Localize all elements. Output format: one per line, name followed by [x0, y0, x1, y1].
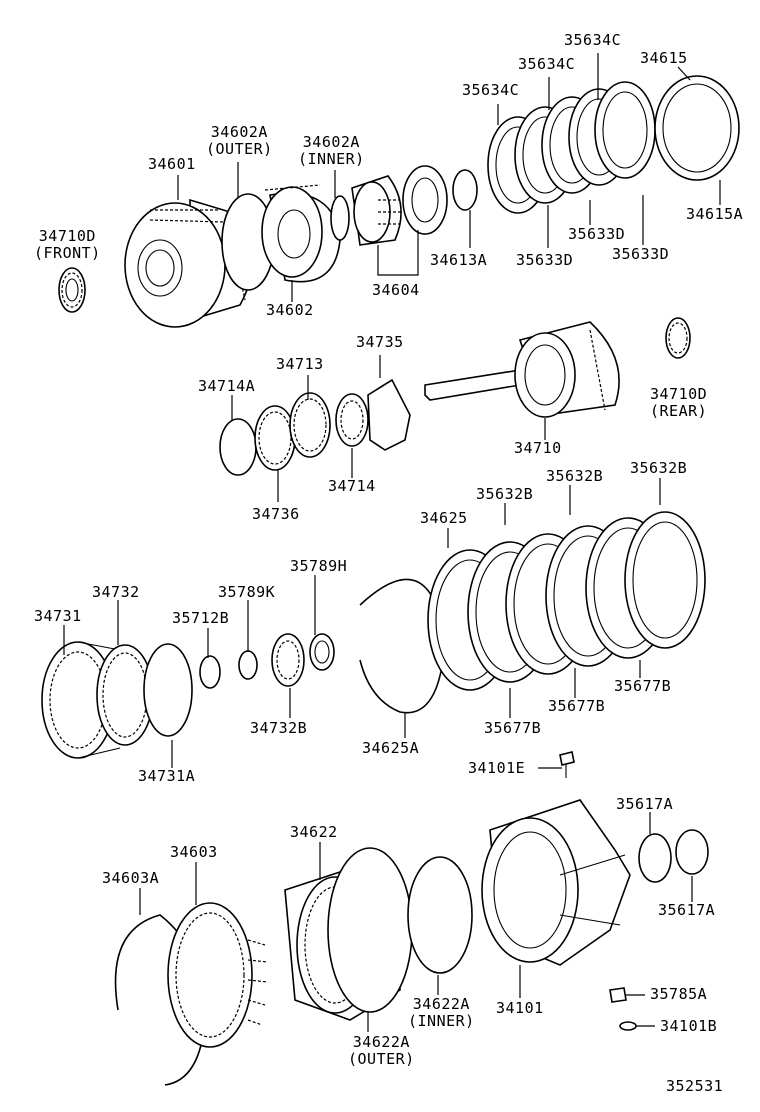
callout-35617a-bottom: 35617A	[658, 901, 716, 919]
gear-34713	[289, 392, 331, 458]
snap-ring-34714a	[219, 418, 257, 476]
washer-35789h	[309, 633, 335, 671]
o-ring-34602a-inner	[330, 195, 350, 241]
callout-35677b-c: 35677B	[614, 677, 672, 695]
callout-35632b-c: 35632B	[630, 459, 688, 477]
callout-34714: 34714	[328, 477, 376, 495]
callout-35633d-b: 35633D	[568, 225, 626, 243]
leader-lines	[63, 53, 721, 1032]
callout-34602: 34602	[266, 301, 314, 319]
ring-35617a-b	[675, 829, 709, 875]
spring-retainer-34604	[351, 175, 402, 246]
callout-35677b-b: 35677B	[548, 697, 606, 715]
callout-35789k: 35789K	[218, 583, 276, 601]
callout-34603a: 34603A	[102, 869, 160, 887]
callout-34604: 34604	[372, 281, 420, 299]
callout-34710d-front: 34710D (FRONT)	[34, 227, 101, 262]
shaft-drum-34710	[424, 321, 620, 418]
callout-35712b: 35712B	[172, 609, 230, 627]
callout-35632b-b: 35632B	[546, 467, 604, 485]
callout-34622: 34622	[290, 823, 338, 841]
callout-35634c-a: 35634C	[564, 31, 622, 49]
snap-ring-34613a	[452, 169, 478, 211]
callout-34613a: 34613A	[430, 251, 488, 269]
o-ring-34622a-inner	[407, 856, 473, 974]
callout-34625a: 34625A	[362, 739, 420, 757]
callout-34602a-outer: 34602A (OUTER)	[206, 123, 273, 158]
one-way-clutch-34714	[335, 393, 369, 447]
one-way-clutch-34603	[167, 902, 269, 1048]
callout-34713: 34713	[276, 355, 324, 373]
ring-34615	[654, 75, 740, 181]
callout-34735: 34735	[356, 333, 404, 351]
case-34101	[481, 799, 631, 966]
gear-34736	[254, 405, 296, 471]
o-ring-34622a-outer	[327, 847, 413, 1013]
thrust-washer-34604	[402, 165, 448, 235]
callout-34602a-inner: 34602A (INNER)	[298, 133, 365, 168]
callout-35677b-a: 35677B	[484, 719, 542, 737]
callout-35785a: 35785A	[650, 985, 708, 1003]
callout-34714a: 34714A	[198, 377, 256, 395]
bearing-34710d-front	[58, 267, 86, 313]
callout-34603: 34603	[170, 843, 218, 861]
bearing-34732b	[271, 633, 305, 687]
piston-34602	[261, 184, 341, 283]
callout-35632b-a: 35632B	[476, 485, 534, 503]
callout-35633d-a: 35633D	[516, 251, 574, 269]
plate-34735	[367, 378, 411, 451]
bolt-34101e	[559, 751, 575, 778]
callout-34622a-outer: 34622A (OUTER)	[348, 1033, 415, 1068]
drawing-number: 352531	[666, 1077, 724, 1095]
callout-34731a: 34731A	[138, 767, 196, 785]
washer-35789k	[238, 650, 258, 680]
clutch-pack-upper	[487, 81, 656, 214]
callout-34732: 34732	[92, 583, 140, 601]
callout-34601: 34601	[148, 155, 196, 173]
callout-34625: 34625	[420, 509, 468, 527]
callout-35789h: 35789H	[290, 557, 348, 575]
snap-ring-34625a	[359, 578, 446, 714]
callout-34732b: 34732B	[250, 719, 308, 737]
callout-34615: 34615	[640, 49, 688, 67]
callout-35634c-c: 35634C	[462, 81, 520, 99]
callout-34101: 34101	[496, 999, 544, 1017]
clutch-pack-lower	[427, 511, 706, 691]
callout-35634c-b: 35634C	[518, 55, 576, 73]
ring-35617a-a	[638, 833, 672, 883]
callout-34731: 34731	[34, 607, 82, 625]
clip-34101b	[619, 1021, 637, 1031]
snap-ring-34731a	[143, 643, 193, 737]
callout-34710d-rear: 34710D (REAR)	[650, 385, 708, 420]
plug-35785a	[609, 987, 627, 1003]
callout-35633d-c: 35633D	[612, 245, 670, 263]
bearing-34710d-rear	[665, 317, 691, 359]
callout-34622a-inner: 34622A (INNER)	[408, 995, 475, 1030]
callout-34710: 34710	[514, 439, 562, 457]
callout-34615a: 34615A	[686, 205, 744, 223]
washer-35712b	[199, 655, 221, 689]
callout-34101b: 34101B	[660, 1017, 718, 1035]
callout-34101e: 34101E	[468, 759, 526, 777]
callout-35617a-top: 35617A	[616, 795, 674, 813]
callout-34736: 34736	[252, 505, 300, 523]
